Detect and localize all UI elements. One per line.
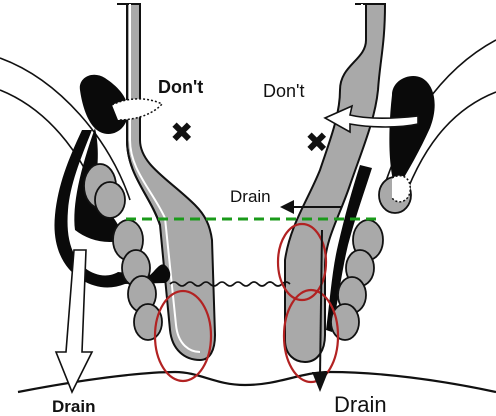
upper-drain-arrow-head bbox=[280, 200, 294, 214]
left-track-upper-fill bbox=[74, 128, 125, 242]
left-sphincter-bundles bbox=[83, 163, 163, 341]
label-dont-left: Don't bbox=[158, 77, 203, 97]
red-circle-left-lower bbox=[153, 289, 213, 383]
left-drain-arrow bbox=[54, 249, 94, 394]
left-upper-abscess-dotted-extension bbox=[111, 98, 164, 121]
left-fistula-track bbox=[54, 130, 171, 288]
right-fistula-track bbox=[326, 165, 372, 332]
wavy-tract-line bbox=[169, 281, 291, 287]
red-circle-right-lower bbox=[282, 288, 340, 384]
right-canal-wall bbox=[284, 3, 387, 364]
label-dont-right: Don't bbox=[263, 81, 304, 101]
skin-line bbox=[17, 370, 496, 394]
left-canal-wall bbox=[117, 3, 217, 362]
left-upper-abscess bbox=[79, 74, 129, 135]
right-dont-arrow bbox=[323, 104, 419, 134]
x-mark-left: ✖ bbox=[170, 117, 193, 148]
label-drain-upper: Drain bbox=[230, 187, 271, 206]
red-highlight-circles bbox=[153, 222, 340, 384]
right-upper-abscess bbox=[389, 75, 435, 190]
red-circle-right-upper bbox=[276, 222, 328, 302]
label-drain-bottom-right: Drain bbox=[334, 392, 387, 416]
right-drain-arrow-line bbox=[319, 229, 323, 377]
right-dotted-abscess-outline bbox=[391, 174, 411, 203]
label-drain-bottom-left: Drain bbox=[52, 397, 95, 416]
x-mark-right: ✖ bbox=[305, 127, 328, 158]
right-drain-arrow-head bbox=[312, 372, 328, 392]
